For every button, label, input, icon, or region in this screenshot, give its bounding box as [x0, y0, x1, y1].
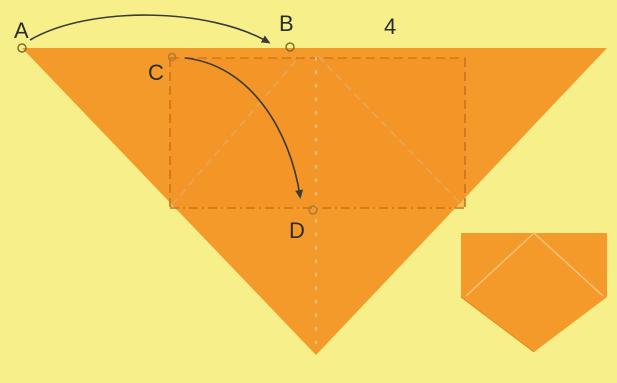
point-a-marker	[17, 43, 27, 53]
result-shape-edge	[460, 296, 535, 353]
label-b: B	[279, 11, 294, 36]
fold-line-diagonal-left	[171, 55, 301, 206]
point-c-marker	[167, 52, 177, 62]
paper-inner-square	[170, 58, 465, 207]
fold-line-diagonal-right	[317, 55, 463, 206]
label-a: A	[14, 18, 29, 43]
label-c: C	[148, 60, 164, 85]
arrow-a-to-b	[29, 14, 271, 44]
label-d: D	[289, 218, 305, 243]
point-d-marker	[308, 205, 318, 215]
result-shape	[461, 233, 607, 352]
point-b-marker	[285, 42, 295, 52]
step-number: 4	[384, 14, 396, 39]
result-shape-flap	[465, 231, 604, 297]
arrow-c-to-d	[184, 57, 304, 199]
